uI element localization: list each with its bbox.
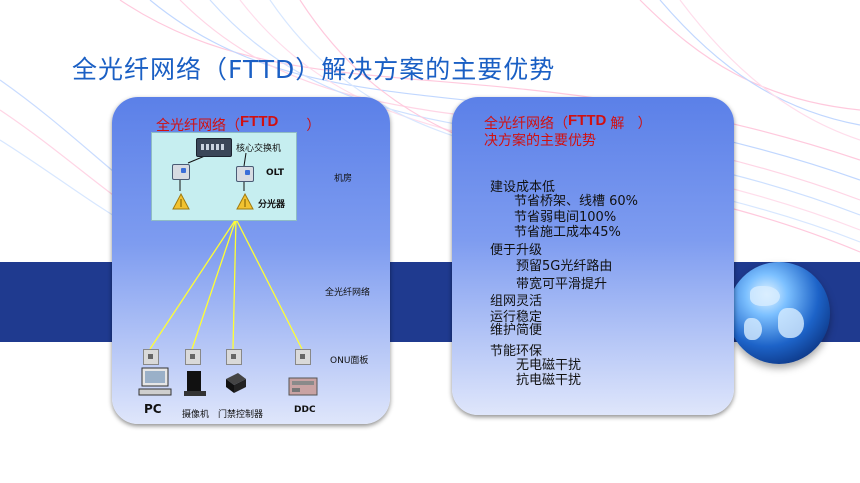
- advantage-item: 无电磁干扰: [516, 358, 582, 373]
- onu-panel-icon: [185, 349, 201, 365]
- ddc-controller-icon: [288, 377, 318, 396]
- room-links: [179, 152, 247, 191]
- network-label: 全光纤网络: [325, 288, 371, 298]
- topology-panel: 全光纤网络（FTTD） 核心交换机 OLT: [112, 97, 390, 424]
- fiber-lines: [149, 218, 303, 350]
- slide-title: 全光纤网络（FTTD）解决方案的主要优势: [72, 55, 556, 84]
- switch-icon: [172, 164, 190, 180]
- splitter-icon: [172, 193, 190, 210]
- splitter-label: 分光器: [258, 200, 286, 210]
- camera-icon: [184, 371, 206, 396]
- terminal-label-access-controller: 门禁控制器: [218, 410, 264, 420]
- equipment-room: 核心交换机 OLT 分光器: [151, 132, 297, 221]
- onu-panel-icon: [226, 349, 242, 365]
- advantage-item: 节省施工成本45%: [514, 225, 621, 240]
- advantage-item: 节省桥架、线槽 60%: [514, 194, 639, 209]
- core-switch-label: 核心交换机: [236, 144, 282, 154]
- onu-panel-icon: [143, 349, 159, 365]
- olt-icon: [236, 166, 254, 182]
- advantage-item: 便于升级: [490, 243, 543, 258]
- advantage-item: 带宽可平滑提升: [516, 277, 608, 292]
- access-controller-icon: [226, 373, 246, 393]
- pc-icon: [138, 367, 172, 396]
- advantage-item: 运行稳定: [490, 310, 543, 325]
- topology-heading: 全光纤网络（FTTD）: [156, 113, 321, 134]
- onu-label: ONU面板: [330, 356, 369, 366]
- advantage-item: 抗电磁干扰: [516, 373, 582, 388]
- olt-label: OLT: [266, 168, 285, 178]
- advantage-item: 建设成本低: [490, 180, 556, 195]
- core-switch-icon: [196, 138, 232, 157]
- advantage-item: 节能环保: [490, 344, 543, 359]
- splitter-icon: [236, 193, 254, 210]
- room-label: 机房: [334, 174, 353, 184]
- globe-icon: [728, 262, 830, 364]
- terminal-label-ddc: DDC: [294, 405, 316, 415]
- terminal-label-camera: 摄像机: [182, 410, 210, 420]
- onu-panel-icon: [295, 349, 311, 365]
- advantage-item: 节省弱电间100%: [514, 210, 617, 225]
- advantage-item: 组网灵活: [490, 294, 543, 309]
- terminal-label-pc: PC: [144, 402, 162, 416]
- advantage-item: 维护简便: [490, 323, 543, 338]
- advantage-item: 预留5G光纤路由: [516, 259, 613, 274]
